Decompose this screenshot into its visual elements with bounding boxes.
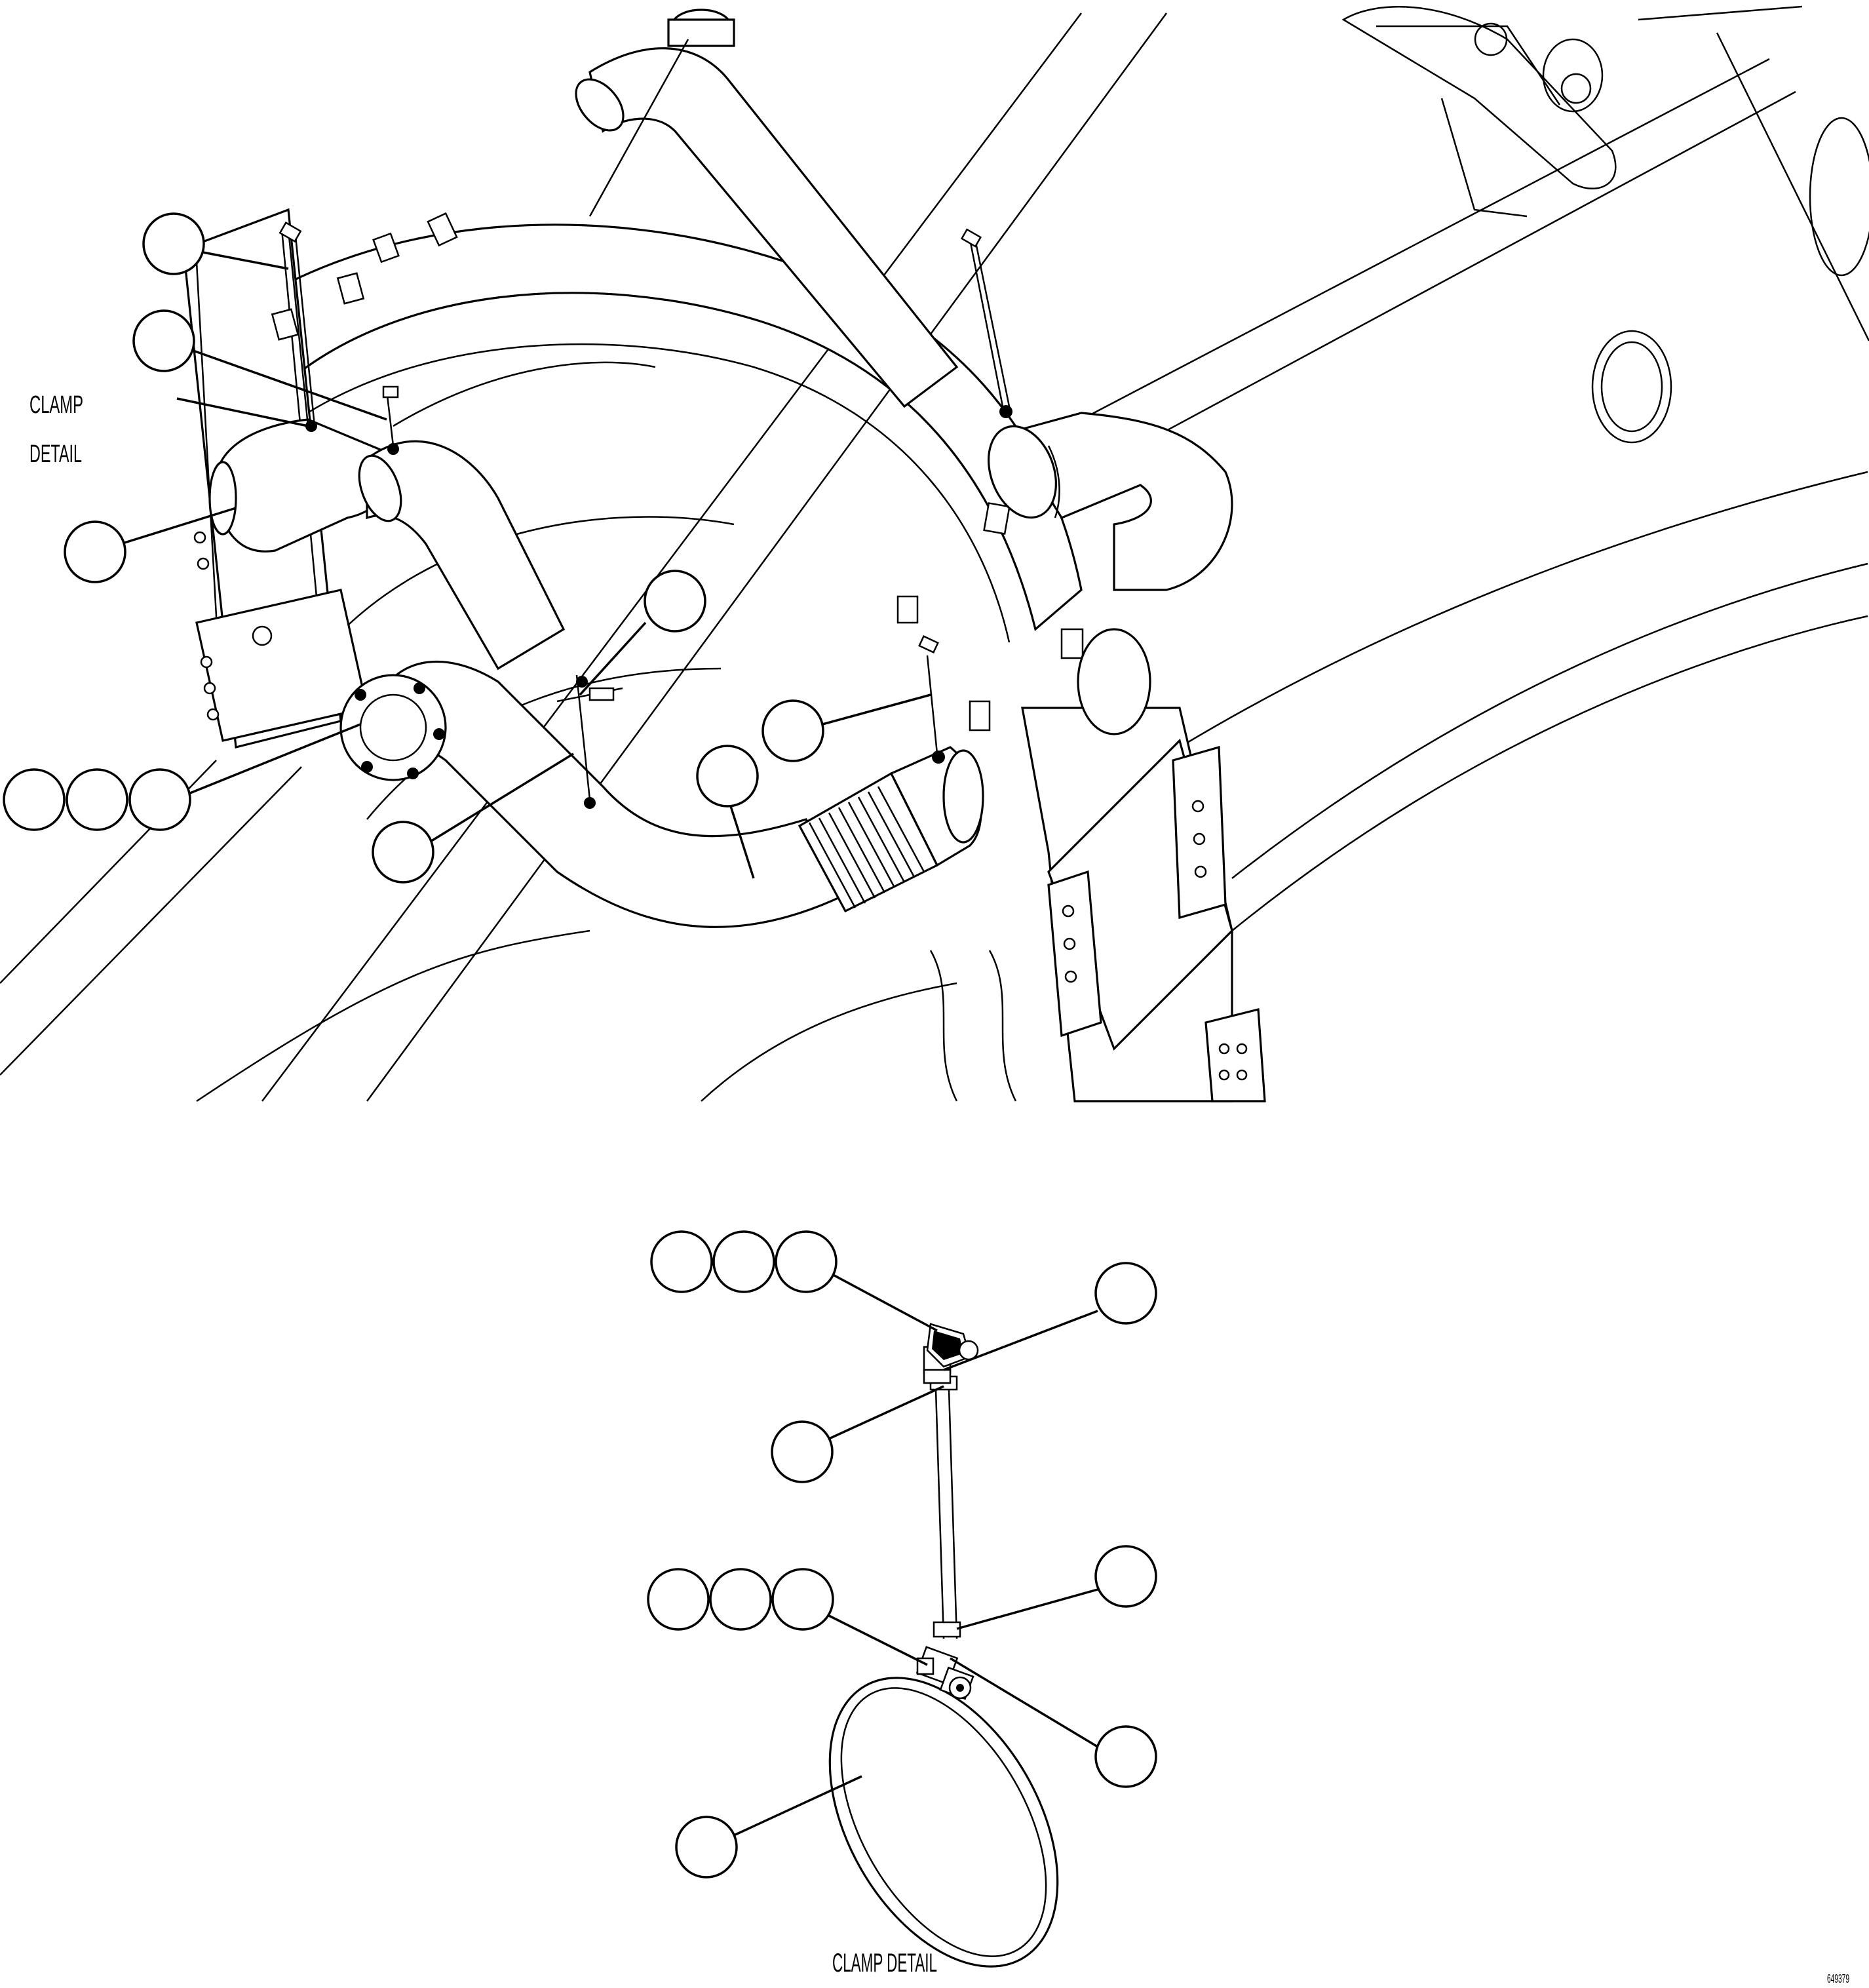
callout-balloon (775, 1230, 838, 1293)
main-view: CLAMP DETAIL (0, 5, 1869, 1102)
callout-balloon (650, 1230, 713, 1293)
callout-balloon (771, 1568, 834, 1631)
callout-balloon (66, 768, 128, 831)
detail-view-callouts (647, 1230, 1157, 1879)
callout-balloon (1094, 1262, 1157, 1325)
frame-rails (0, 5, 1869, 1102)
intake-tube (575, 9, 959, 408)
callout-balloon (132, 309, 195, 372)
callout-balloon (712, 1230, 775, 1293)
clamp-detail-label-line2: DETAIL (29, 440, 82, 468)
main-view-callouts (3, 212, 931, 884)
rubber-isolator (923, 1323, 979, 1384)
arch-bolts (271, 212, 1084, 731)
frame-bore (1542, 38, 1869, 444)
callout-balloon (644, 570, 706, 633)
callout-balloon (709, 1568, 772, 1631)
clamp-detail-reference: CLAMP DETAIL (29, 391, 309, 468)
flex-bellows (798, 771, 939, 913)
clamp-ear-and-nut (915, 1646, 974, 1700)
clamp-detail-label-line1: CLAMP (29, 391, 83, 419)
right-mount-bracket (929, 707, 1266, 1102)
callout-balloon (675, 1816, 738, 1879)
clamp-hardware (279, 221, 1012, 809)
callout-balloon (128, 768, 191, 831)
callout-balloon (1094, 1725, 1157, 1788)
callout-balloon (771, 1420, 834, 1483)
support-rod (929, 1375, 961, 1639)
callout-balloon (64, 520, 126, 583)
drawing-number: 649379 (1827, 1972, 1849, 1985)
callout-balloon (761, 699, 824, 762)
callout-balloon (1094, 1545, 1157, 1608)
clamp-detail-view: CLAMP DETAIL (647, 1230, 1157, 1978)
band-clamp (828, 1674, 1059, 1968)
exhaust-pipe-run (208, 418, 984, 928)
callout-balloon (3, 768, 66, 831)
loader-linkage (1341, 6, 1617, 218)
callout-balloon (647, 1568, 710, 1631)
callout-balloon (372, 821, 434, 884)
callout-balloon (142, 212, 205, 275)
callout-balloon (696, 745, 759, 808)
clamp-detail-title: CLAMP DETAIL (832, 1949, 937, 1978)
right-exhaust-pipe (988, 412, 1233, 735)
